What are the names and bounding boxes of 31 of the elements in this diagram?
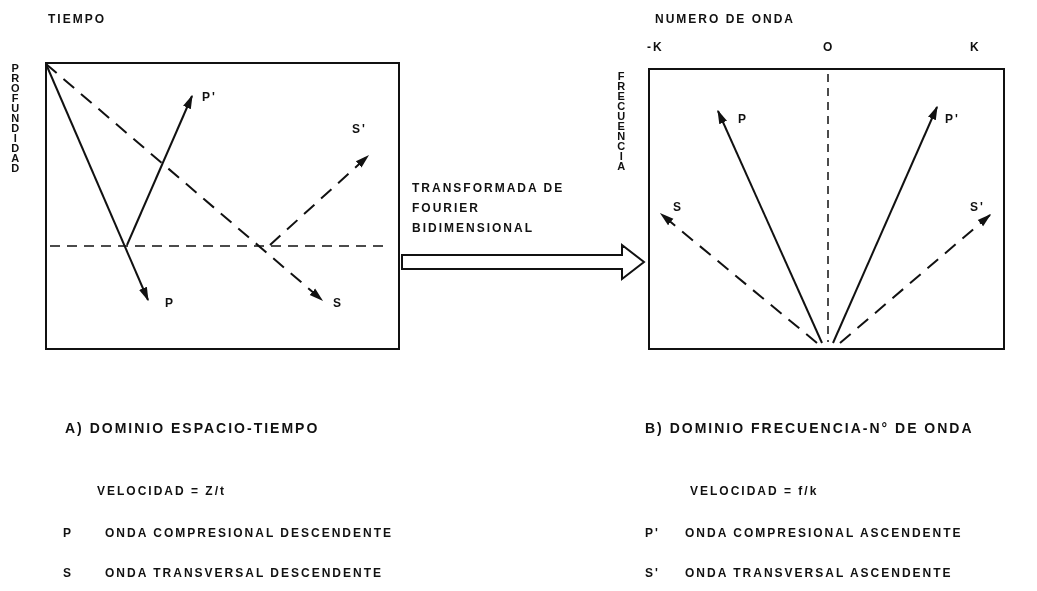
axis-title: NUMERO DE ONDA bbox=[655, 12, 795, 27]
legend-text: ONDA TRANSVERSAL ASCENDENTE bbox=[685, 566, 953, 581]
panel-heading: B) DOMINIO FRECUENCIA-N° DE ONDA bbox=[645, 420, 974, 437]
panel-heading: A) DOMINIO ESPACIO-TIEMPO bbox=[65, 420, 320, 437]
velocity-formula: VELOCIDAD = f/k bbox=[690, 484, 819, 499]
transform-arrow bbox=[401, 242, 646, 282]
wave-label: S' bbox=[970, 200, 985, 215]
legend-symbol: P bbox=[63, 526, 73, 541]
velocity-formula: VELOCIDAD = Z/t bbox=[97, 484, 226, 499]
legend-symbol: S' bbox=[645, 566, 660, 581]
tick-label: K bbox=[970, 40, 981, 55]
legend-text: ONDA COMPRESIONAL ASCENDENTE bbox=[685, 526, 963, 541]
wave-label: S bbox=[333, 296, 343, 311]
plot-frame bbox=[648, 68, 1005, 350]
axis-title: FRECUENCIA bbox=[614, 70, 628, 170]
axis-title: PROFUNDIDAD bbox=[8, 62, 22, 172]
legend-text: ONDA COMPRESIONAL DESCENDENTE bbox=[105, 526, 394, 541]
wave-label: P bbox=[738, 112, 748, 127]
legend-symbol: P' bbox=[645, 526, 660, 541]
wave-label: P' bbox=[202, 90, 217, 105]
axis-title: TIEMPO bbox=[48, 12, 106, 27]
wave-label: P bbox=[165, 296, 175, 311]
wave-label: S bbox=[673, 200, 683, 215]
plot-frame bbox=[45, 62, 400, 350]
legend-symbol: S bbox=[63, 566, 73, 581]
legend-text: ONDA TRANSVERSAL DESCENDENTE bbox=[105, 566, 384, 581]
wave-label: P' bbox=[945, 112, 960, 127]
tick-label: O bbox=[823, 40, 835, 55]
wave-label: S' bbox=[352, 122, 367, 137]
edge-label: TRANSFORMADA DE FOURIER BIDIMENSIONAL bbox=[412, 180, 566, 237]
tick-label: -K bbox=[647, 40, 664, 55]
